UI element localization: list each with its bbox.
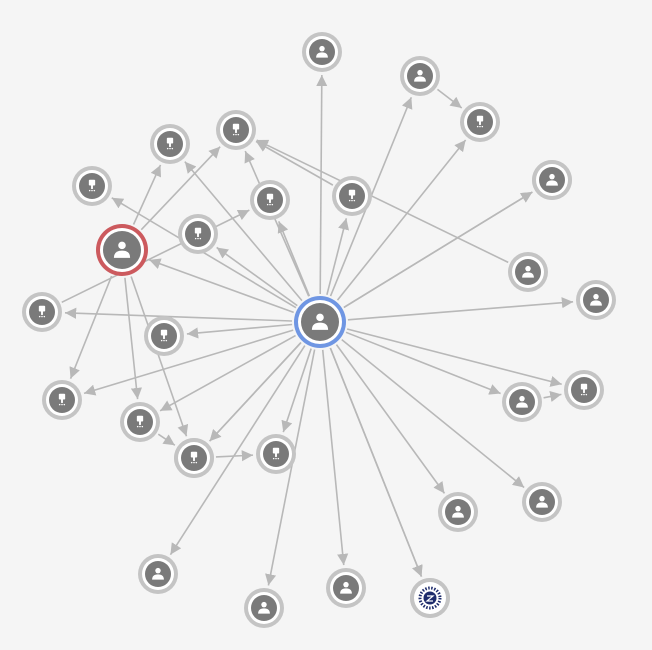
badge-icon — [79, 173, 105, 199]
edge-user-red-to-n20 — [130, 276, 189, 437]
edge-user-red-to-n17 — [124, 277, 143, 400]
person-icon — [301, 303, 339, 341]
edge-center-to-n23 — [335, 344, 446, 494]
edge-center-to-n28 — [329, 347, 423, 577]
edge-center-to-n12 — [64, 307, 293, 322]
edge-center-to-n20 — [209, 341, 302, 442]
edge-center-to-n17 — [159, 334, 296, 412]
node-layer — [22, 32, 616, 628]
edge-center-to-n03 — [336, 139, 467, 301]
edge-center-to-user-red — [148, 258, 294, 314]
badge-icon — [181, 445, 207, 471]
badge-icon — [157, 131, 183, 157]
node-n12[interactable] — [22, 292, 62, 332]
node-n25[interactable] — [138, 554, 178, 594]
person-icon — [251, 595, 277, 621]
edge-center-to-n26 — [265, 349, 316, 586]
person-icon — [407, 63, 433, 89]
person-icon — [583, 287, 609, 313]
edge-center-to-n16 — [83, 329, 294, 396]
node-n01[interactable] — [302, 32, 342, 72]
edge-center-to-n18 — [345, 331, 501, 395]
edge-center-to-n15 — [347, 297, 574, 321]
badge-icon — [263, 441, 289, 467]
person-icon — [529, 489, 555, 515]
node-n24[interactable] — [522, 482, 562, 522]
badge-icon — [185, 221, 211, 247]
edge-user-red-to-n06 — [132, 164, 162, 225]
badge-icon — [49, 387, 75, 413]
badge-icon — [127, 409, 153, 435]
node-n11[interactable] — [508, 252, 548, 292]
badge-icon — [571, 377, 597, 403]
edge-n12-to-n08 — [61, 209, 250, 304]
edge-center-to-n05 — [244, 150, 310, 297]
edge-user-red-to-n16 — [69, 275, 113, 379]
badge-icon — [339, 183, 365, 209]
edge-center-to-n25 — [169, 345, 306, 556]
person-icon — [509, 389, 535, 415]
node-n13[interactable] — [144, 316, 184, 356]
edge-center-to-n14 — [343, 191, 533, 309]
person-icon — [333, 575, 359, 601]
person-icon — [445, 499, 471, 525]
edge-center-to-n27 — [321, 349, 349, 566]
node-n21[interactable] — [256, 434, 296, 474]
node-n02[interactable] — [400, 56, 440, 96]
badge-icon — [29, 299, 55, 325]
person-icon — [145, 561, 171, 587]
node-n05[interactable] — [216, 110, 256, 150]
node-n07[interactable] — [72, 166, 112, 206]
edge-n11-to-n05 — [256, 139, 509, 264]
person-icon — [103, 231, 141, 269]
node-n08[interactable] — [250, 180, 290, 220]
node-n23[interactable] — [438, 492, 478, 532]
edge-center-to-n13 — [186, 323, 293, 339]
node-n27[interactable] — [326, 568, 366, 608]
badge-icon — [257, 187, 283, 213]
node-n18[interactable] — [502, 382, 542, 422]
node-n16[interactable] — [42, 380, 82, 420]
edge-center-to-n01 — [316, 74, 328, 295]
node-n19[interactable] — [564, 370, 604, 410]
edge-n17-to-n22 — [157, 433, 176, 446]
node-n03[interactable] — [460, 102, 500, 142]
edge-center-to-n08 — [277, 220, 311, 297]
edge-center-to-n21 — [281, 348, 312, 433]
edge-center-to-n19 — [346, 328, 562, 387]
node-n22[interactable] — [174, 438, 214, 478]
person-icon — [515, 259, 541, 285]
edge-user-red-to-n05 — [140, 146, 221, 231]
edge-n20-to-n21 — [215, 450, 254, 462]
node-n29[interactable] — [410, 578, 450, 618]
edge-n02-to-n03 — [436, 88, 463, 109]
edge-center-to-n06 — [184, 161, 303, 302]
edge-center-to-n09 — [326, 218, 350, 296]
node-n14[interactable] — [532, 160, 572, 200]
node-n26[interactable] — [244, 588, 284, 628]
node-n10[interactable] — [178, 214, 218, 254]
node-center[interactable] — [294, 296, 346, 348]
node-n09[interactable] — [332, 176, 372, 216]
edge-center-to-n24 — [341, 339, 525, 489]
badge-icon — [223, 117, 249, 143]
node-n06[interactable] — [150, 124, 190, 164]
person-icon — [539, 167, 565, 193]
emblem-icon — [418, 586, 442, 610]
node-n17[interactable] — [120, 402, 160, 442]
edge-n18-to-n19 — [543, 391, 562, 402]
edge-layer — [61, 74, 574, 586]
node-user-red[interactable] — [96, 224, 148, 276]
badge-icon — [151, 323, 177, 349]
person-icon — [309, 39, 335, 65]
edge-center-to-n10 — [216, 246, 298, 307]
node-n15[interactable] — [576, 280, 616, 320]
badge-icon — [467, 109, 493, 135]
